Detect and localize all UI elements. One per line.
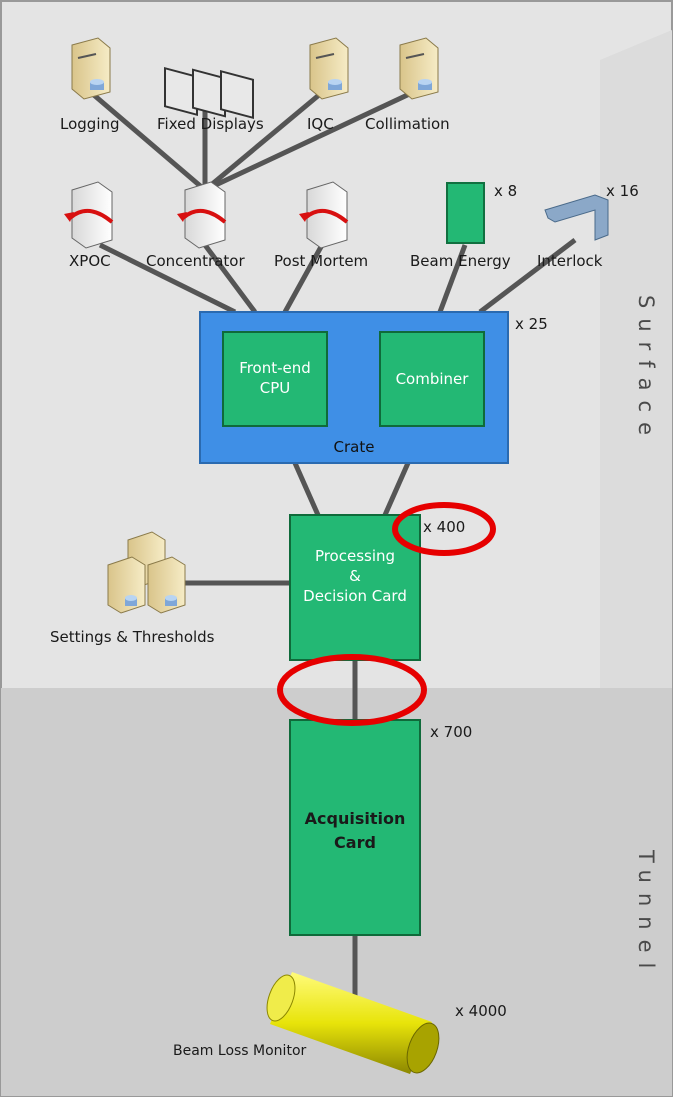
collimation-server-icon (399, 37, 439, 100)
label-processing-card: Processing & Decision Card (303, 547, 407, 605)
concentrator-server-icon (177, 181, 227, 249)
label-iqc: IQC (307, 115, 334, 133)
zone-label-tunnel: Tunnel (634, 850, 658, 979)
link-logging-concentrator (86, 88, 207, 192)
label-beam-energy: Beam Energy (410, 252, 511, 270)
label-logging: Logging (60, 115, 120, 133)
fixed-displays-icon (164, 66, 254, 120)
count-crate: x 25 (515, 315, 548, 333)
link-crate-processing-left (292, 461, 321, 517)
acquisition-card-box (289, 719, 421, 936)
label-settings-thresholds: Settings & Thresholds (50, 628, 215, 646)
count-processing: x 400 (423, 518, 466, 536)
label-collimation: Collimation (365, 115, 450, 133)
label-xpoc: XPOC (69, 252, 111, 270)
combiner-card-box (379, 331, 485, 427)
logging-server-icon (71, 37, 111, 100)
link-iqc-concentrator (203, 88, 327, 192)
highlight-processing-count (392, 502, 496, 556)
label-interlock: Interlock (537, 252, 603, 270)
interlock-card-icon (544, 194, 609, 241)
cpu-card-box (222, 331, 328, 427)
beam-energy-card-icon (446, 182, 485, 244)
label-post-mortem: Post Mortem (274, 252, 369, 270)
count-acquisition: x 700 (430, 723, 473, 741)
count-interlock: x 16 (606, 182, 639, 200)
link-crate-processing-right (382, 461, 411, 517)
label-acquisition-card: Acquisition Card (304, 809, 406, 852)
link-collimation-concentrator (203, 87, 420, 193)
label-crate: Crate (333, 438, 375, 456)
label-beam-loss-monitor: Beam Loss Monitor (173, 1043, 307, 1059)
count-beam-loss-monitor: x 4000 (455, 1002, 507, 1020)
highlight-processing-acquisition-link (277, 654, 427, 726)
count-beam-energy: x 8 (494, 182, 518, 200)
link-beamenergy-crate (437, 244, 468, 313)
label-front-end-cpu: Front-end CPU (239, 359, 311, 397)
iqc-server-icon (309, 37, 349, 100)
link-xpoc-crate (98, 242, 237, 315)
connector-lines (86, 87, 577, 1005)
label-concentrator: Concentrator (146, 252, 245, 270)
link-concentrator-crate (202, 243, 258, 314)
label-fixed-displays: Fixed Displays (157, 115, 264, 133)
background-shade (600, 30, 672, 688)
label-combiner: Combiner (395, 370, 469, 388)
link-interlock-crate (478, 238, 577, 314)
post-mortem-server-icon (299, 181, 349, 249)
settings-servers-icon (107, 531, 186, 614)
beam-loss-monitor-icon (266, 972, 440, 1074)
zone-label-surface: Surface (634, 295, 658, 446)
xpoc-server-icon (64, 181, 114, 249)
link-postmortem-crate (282, 243, 325, 314)
